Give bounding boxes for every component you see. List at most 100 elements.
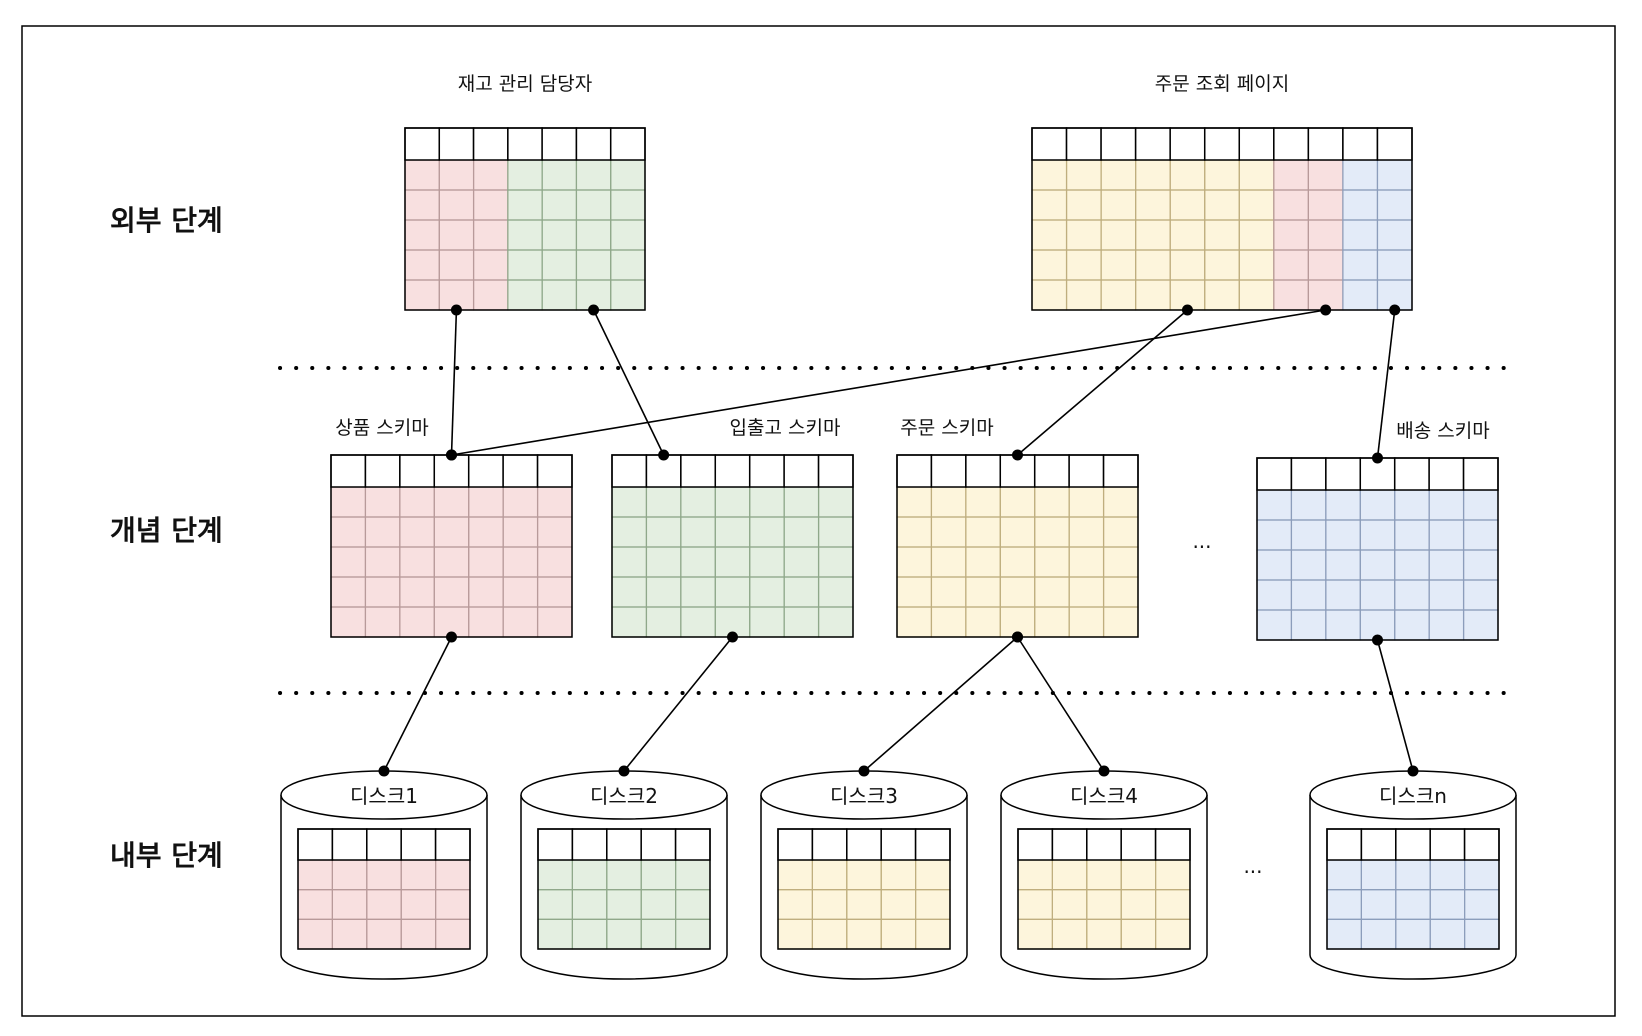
disk-table [537, 828, 711, 950]
table-border [404, 127, 646, 311]
table-column-fill [1257, 490, 1292, 640]
disk-d5: 디스크n [1309, 770, 1517, 980]
table-column-fill [965, 487, 1001, 637]
connection-endpoint [858, 765, 870, 777]
connection-line [1376, 309, 1396, 459]
connection-endpoint [1389, 304, 1401, 316]
table-column-fill [1429, 490, 1464, 640]
table-header-cell [1393, 457, 1430, 491]
table-column-fill [1069, 487, 1104, 637]
table-header-cell [1238, 127, 1275, 161]
connection-endpoint [658, 449, 670, 461]
table-column-fill [1327, 860, 1362, 949]
table-column-fill [1121, 860, 1156, 949]
table-column-fill [298, 860, 333, 949]
table-header-cell [1307, 127, 1344, 161]
table-header-cell [399, 454, 436, 488]
connection-endpoint [1407, 765, 1419, 777]
table-column-fill [468, 487, 504, 637]
table-header-cell [536, 454, 573, 488]
table-border [537, 828, 711, 950]
table-column-fill [1066, 160, 1102, 310]
disk-label: 디스크n [1379, 784, 1447, 808]
table-header-cell [1033, 454, 1070, 488]
table-column-fill [542, 160, 577, 310]
table-column-fill [715, 487, 750, 637]
table-column-fill [1463, 490, 1498, 640]
table-header-cell [1325, 457, 1362, 491]
table-header-cell [297, 828, 334, 861]
table-header-cell [930, 454, 967, 488]
level-label-internal: 내부 단계 [110, 839, 223, 872]
table-header-cell [434, 828, 471, 861]
disk-label: 디스크4 [1070, 784, 1138, 808]
table-column-fill [1273, 160, 1309, 310]
disk-table [1326, 828, 1500, 950]
disk-table [777, 828, 951, 950]
table-column-fill [1325, 490, 1361, 640]
table-column-fill [1204, 160, 1240, 310]
table-header-cell [965, 454, 1002, 488]
table-header-cell [1256, 457, 1293, 491]
table-column-fill [1308, 160, 1343, 310]
table-column-fill [572, 860, 607, 949]
table-column-fill [646, 487, 681, 637]
table-column-fill [931, 487, 966, 637]
disk-d4: 디스크4 [1000, 770, 1208, 980]
table-column-fill [1430, 860, 1465, 949]
table-column-fill [680, 487, 716, 637]
conceptual-ellipsis: ... [1192, 529, 1211, 553]
tables-layer [330, 127, 1499, 641]
connection-endpoint [446, 631, 457, 643]
table-column-fill [1086, 860, 1122, 949]
schema-label-product: 상품 스키마 [335, 417, 428, 439]
table-header-cell [1376, 127, 1413, 161]
disk-d1: 디스크1 [280, 770, 488, 980]
table-column-fill [366, 860, 402, 949]
table-column-fill [1377, 160, 1412, 310]
table-header-cell [914, 828, 951, 861]
table-column-fill [576, 160, 611, 310]
table-column-fill [1239, 160, 1274, 310]
table-header-cell [1102, 454, 1139, 488]
table-column-fill [435, 860, 470, 949]
table-column-fill [507, 160, 543, 310]
table-header-cell [1290, 457, 1327, 491]
level-label-external: 외부 단계 [110, 204, 223, 237]
table-column-fill [365, 487, 400, 637]
table-header-cell [541, 127, 578, 161]
connection-endpoint [1181, 304, 1193, 316]
table-header-cell [1395, 828, 1431, 861]
table-header-cell [438, 127, 475, 161]
table-column-fill [473, 160, 508, 310]
connection-endpoint [1372, 452, 1383, 464]
table-header-cell [575, 127, 612, 161]
table-column-fill [1034, 487, 1070, 637]
table-header-cell [1051, 828, 1088, 861]
table-header-cell [748, 454, 785, 488]
table-header-cell [1017, 828, 1054, 861]
table-header-cell [1463, 828, 1500, 861]
conceptual-schema-table-c4 [1256, 457, 1499, 641]
table-header-cell [777, 828, 814, 861]
connection-endpoint [1372, 634, 1383, 646]
schema-label-order: 주문 스키마 [900, 417, 993, 439]
table-column-fill [331, 487, 366, 637]
connection-endpoint [1320, 304, 1332, 316]
table-column-fill [846, 860, 882, 949]
table-header-cell [1065, 127, 1102, 161]
table-header-cell [1134, 127, 1171, 161]
table-header-cell [1086, 828, 1122, 861]
table-header-cell [1326, 828, 1363, 861]
table-column-fill [897, 487, 932, 637]
disk-d2: 디스크2 [520, 770, 728, 980]
table-column-fill [606, 860, 642, 949]
connection-endpoint [450, 304, 462, 316]
table-column-fill [1291, 490, 1326, 640]
table-column-fill [1000, 487, 1035, 637]
connection-line [1376, 639, 1414, 772]
table-column-fill [1052, 860, 1087, 949]
connection-endpoint [378, 765, 390, 777]
